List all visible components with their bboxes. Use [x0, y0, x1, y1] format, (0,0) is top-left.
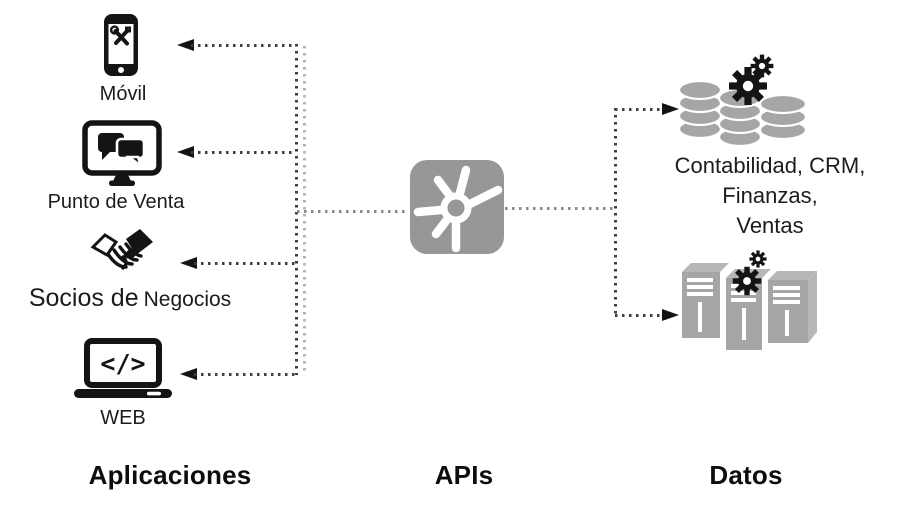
small-gear-icon: [749, 250, 767, 268]
big-gear-icon: [732, 266, 762, 296]
arrow-to-web: [180, 367, 197, 380]
arrow-to-partners: [180, 256, 197, 269]
arrow-to-databases: [662, 102, 679, 115]
section-label-apis: APIs: [434, 460, 494, 490]
connector-web-line: [194, 372, 296, 376]
web-code-glyph: </>: [100, 349, 145, 378]
arrow-to-pos: [177, 145, 194, 158]
small-gear-icon: [750, 54, 774, 78]
databases-caption-line1: Contabilidad, CRM,: [674, 153, 866, 178]
databases-caption: Contabilidad, CRM, Finanzas, Ventas: [640, 151, 900, 241]
arrow-to-servers: [662, 308, 679, 321]
section-label-data: Datos: [709, 460, 783, 490]
section-label-applications: Aplicaciones: [88, 460, 252, 490]
connector-to-databases-line: [615, 107, 664, 111]
pos-monitor-chat-icon: [82, 120, 162, 188]
partners-label-secondary: Negocios: [143, 288, 232, 311]
left-bus-line-dark: [294, 44, 298, 375]
arrow-to-mobile: [177, 38, 194, 51]
mobile-label: Móvil: [99, 83, 147, 105]
databases-gears-icon: [678, 54, 808, 148]
laptop-code-icon: </>: [73, 338, 173, 400]
databases-caption-line3: Ventas: [736, 213, 804, 238]
right-bus-line: [613, 108, 617, 316]
connector-bus-to-api: [297, 209, 409, 213]
web-label: WEB: [100, 407, 146, 429]
handshake-icon: [90, 226, 156, 284]
connector-pos-line: [191, 150, 296, 154]
databases-caption-line2: Finanzas,: [722, 183, 818, 208]
partners-label-primary: Socios de: [28, 284, 139, 312]
api-hub-icon: [410, 160, 504, 254]
connector-api-to-bus: [505, 206, 614, 210]
connector-mobile-line: [191, 43, 296, 47]
servers-gears-icon: [682, 250, 817, 350]
pos-label: Punto de Venta: [47, 191, 185, 213]
mobile-phone-tools-icon: [102, 12, 140, 78]
connector-partners-line: [194, 261, 296, 265]
connector-to-servers-line: [615, 313, 664, 317]
